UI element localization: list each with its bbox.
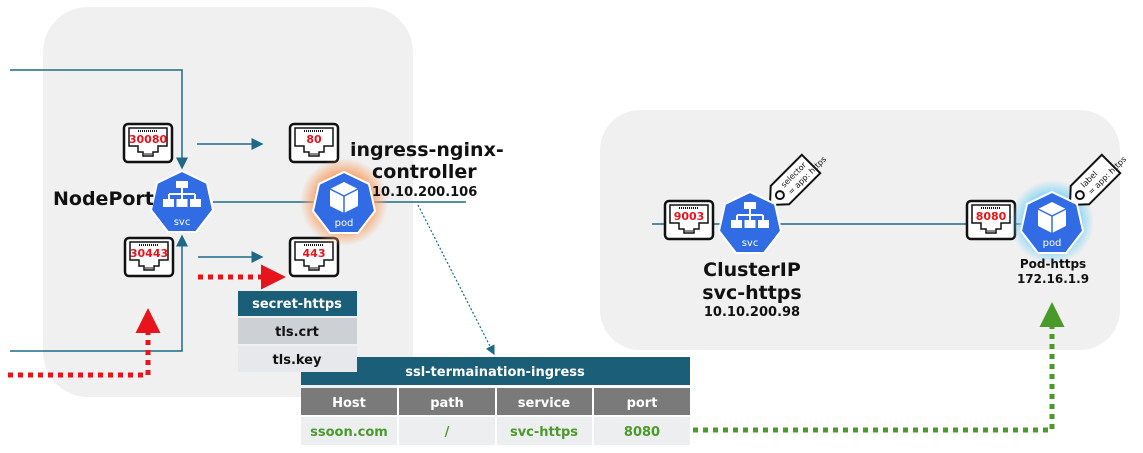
clusterip-type: ClusterIP — [703, 259, 801, 281]
https-flow-in — [8, 308, 161, 378]
port-8080-icon: 8080 — [965, 199, 1017, 241]
ingress-line-top — [10, 69, 188, 170]
cluster-panel — [600, 110, 1120, 350]
port-80-icon: 80 — [288, 122, 340, 164]
svg-text:tls.crt: tls.crt — [275, 325, 319, 340]
svg-text:ssl-termaination-ingress: ssl-termaination-ingress — [405, 365, 585, 380]
svg-text:pod: pod — [1043, 238, 1062, 249]
svg-text:443: 443 — [303, 247, 326, 260]
port-30080-icon: 30080 — [122, 122, 174, 164]
controller-to-ingress-link — [417, 204, 495, 356]
col-path: path — [430, 396, 464, 411]
ingress-controller-ip: 10.10.200.106 — [372, 185, 477, 200]
ingress-controller-name-2: controller — [372, 161, 477, 183]
secret-table: secret-https tls.crt tls.key — [238, 291, 357, 372]
port-443-icon: 443 — [288, 236, 340, 278]
pod-https-icon[interactable]: pod — [1020, 191, 1084, 254]
clusterip-name: svc-https — [702, 282, 801, 304]
svg-text:tls.key: tls.key — [273, 353, 322, 368]
svg-text:80: 80 — [306, 133, 322, 146]
pod-https-ip: 172.16.1.9 — [1017, 272, 1089, 286]
nodeport-label: NodePort — [53, 188, 154, 210]
svg-text:8080: 8080 — [976, 210, 1007, 223]
clusterip-svc-icon[interactable]: svc — [718, 191, 782, 254]
col-service: service — [518, 396, 571, 411]
svg-text:30080: 30080 — [129, 133, 168, 146]
port-30443-icon: 30443 — [123, 236, 175, 278]
svg-text:30443: 30443 — [130, 247, 168, 260]
clusterip-ip: 10.10.200.98 — [704, 305, 800, 320]
svg-text:9003: 9003 — [674, 210, 705, 223]
ingress-line-bottom — [10, 234, 188, 352]
col-host: Host — [332, 396, 366, 411]
cell-path: / — [445, 425, 450, 440]
pod-https-name: Pod-https — [1020, 257, 1086, 271]
ingress-table: ssl-termaination-ingress Host path servi… — [301, 357, 690, 445]
svg-text:pod: pod — [335, 218, 354, 229]
col-port: port — [627, 396, 658, 411]
ingress-controller-pod-icon[interactable]: pod — [312, 171, 376, 234]
svg-text:svc: svc — [742, 238, 759, 249]
port-9003-icon: 9003 — [663, 199, 715, 241]
nodeport-svc-icon[interactable]: svc — [150, 170, 214, 233]
svg-text:svc: svc — [174, 217, 191, 228]
cell-port: 8080 — [624, 425, 660, 440]
svg-text:secret-https: secret-https — [252, 297, 342, 312]
cell-host: ssoon.com — [310, 425, 388, 440]
cell-service: svc-https — [510, 425, 578, 440]
ingress-controller-name-1: ingress-nginx- — [350, 139, 504, 161]
